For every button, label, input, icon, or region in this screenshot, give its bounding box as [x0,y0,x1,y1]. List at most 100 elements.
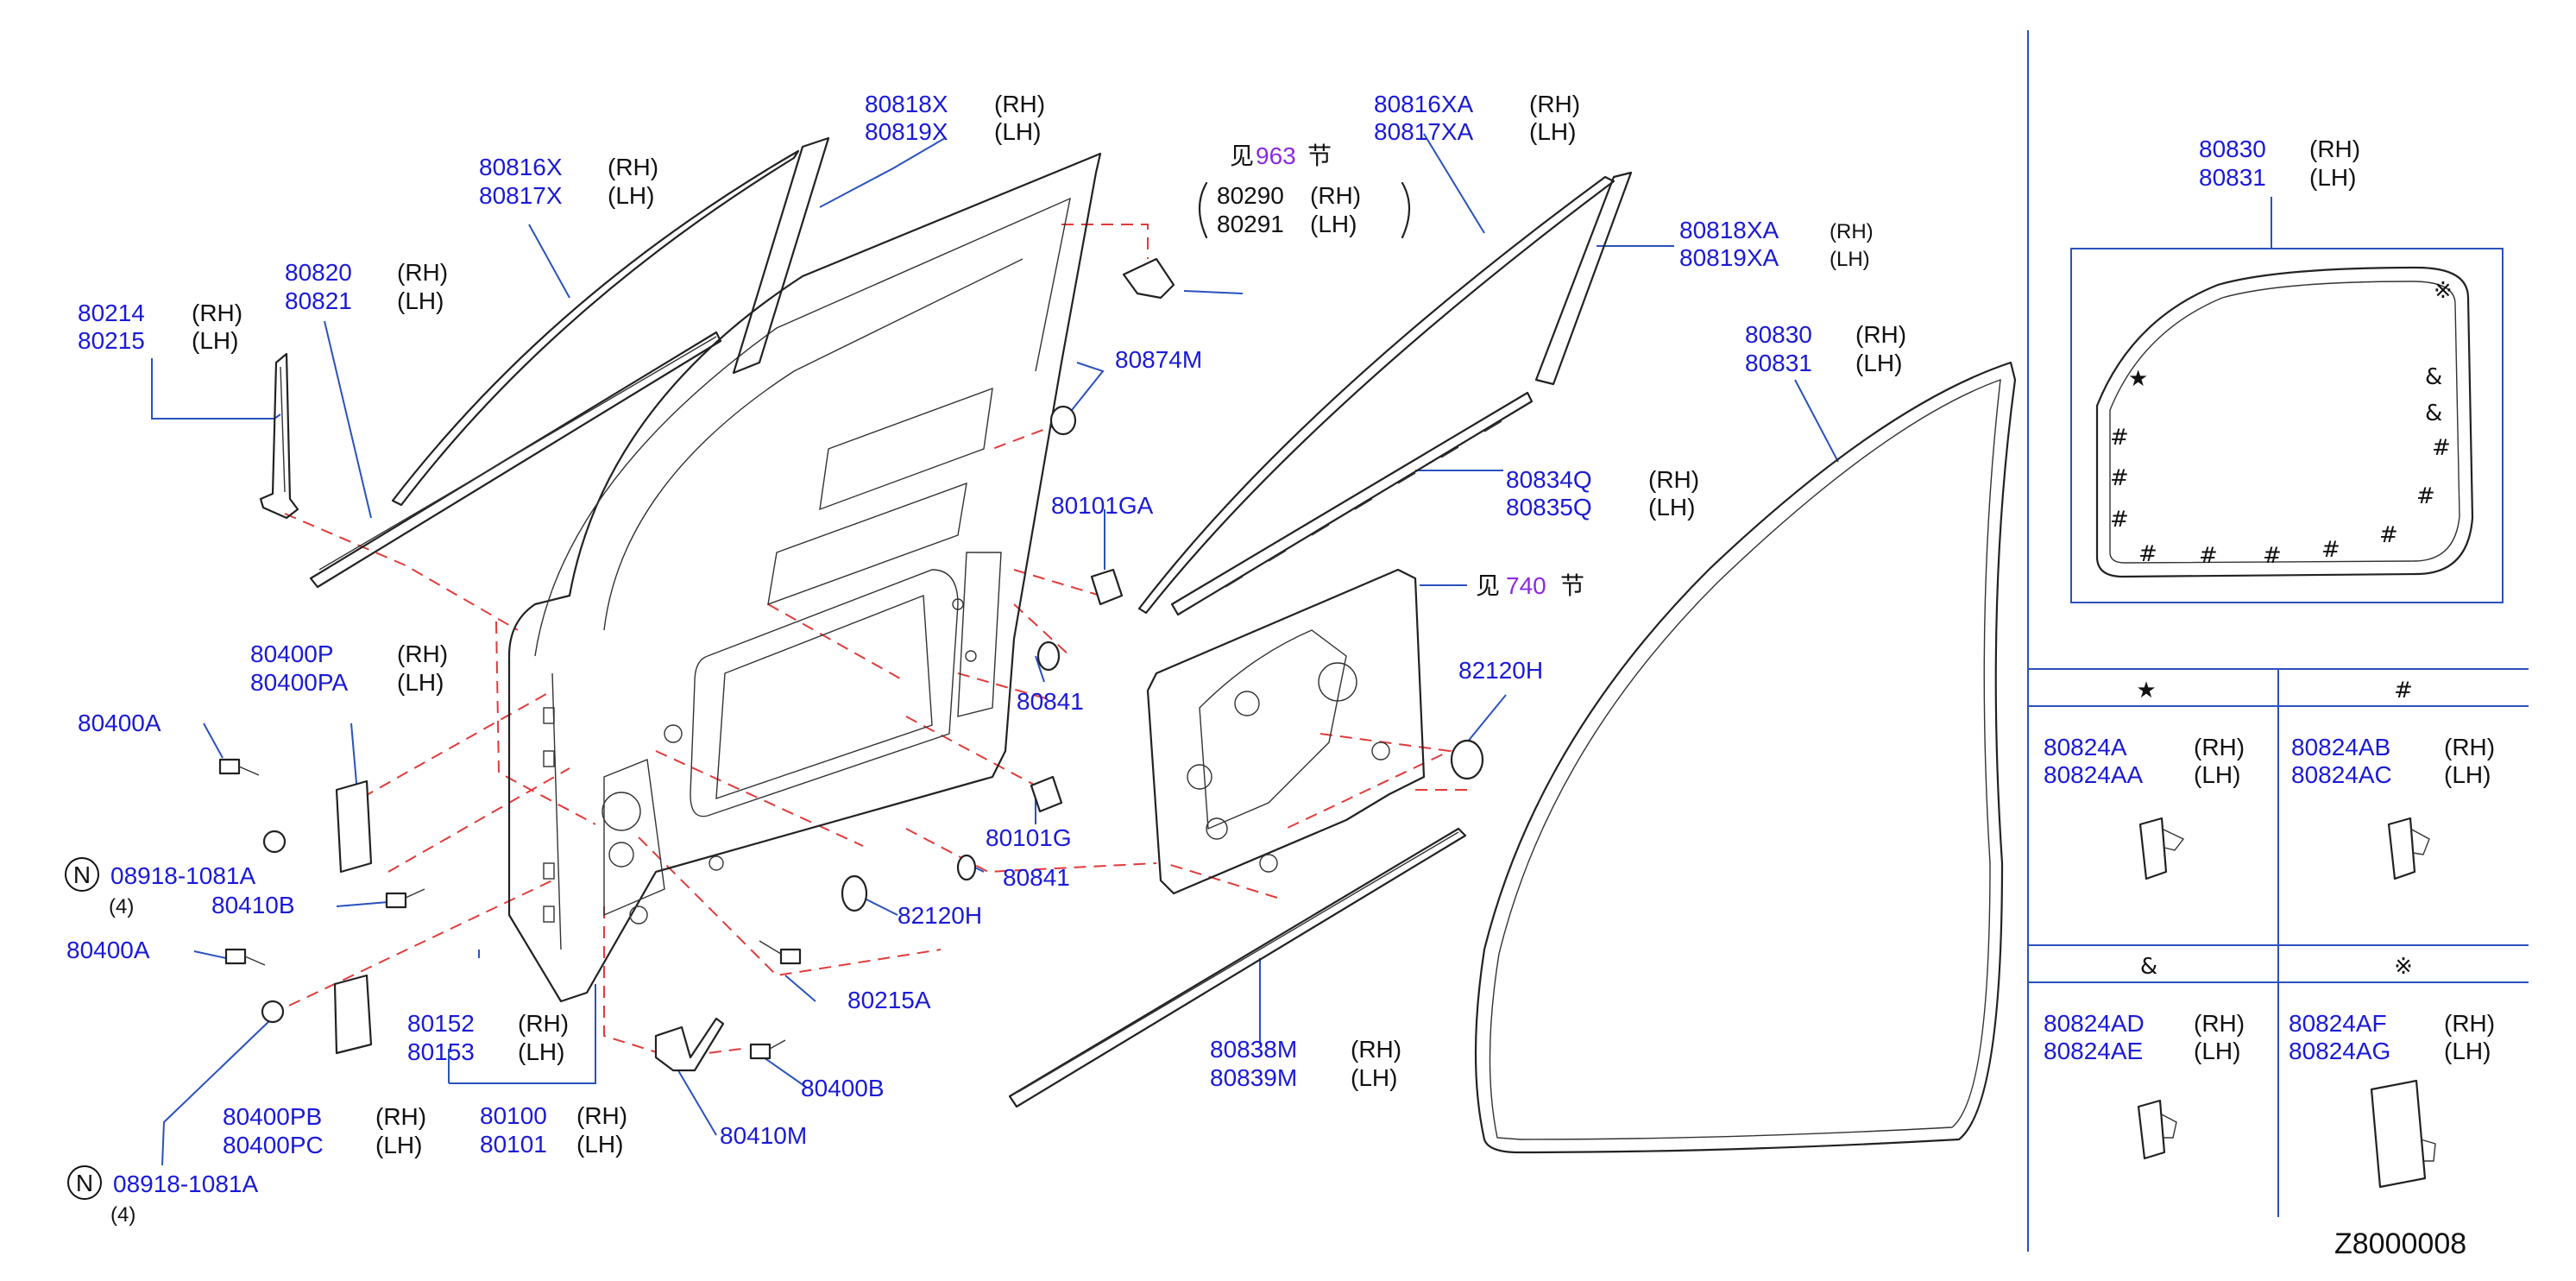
clip-80824AB [2387,817,2416,880]
part-80400B: 80400B [801,1075,885,1101]
section-number: 740 [1506,572,1546,599]
hash-mark-icon: # [2110,425,2129,451]
door-check-80410M [654,1017,725,1072]
leader-lines [151,133,2272,1166]
star-mark-icon: ★ [2128,366,2148,392]
clip-80290 [1122,257,1175,300]
part-80410M: 80410M [720,1122,807,1149]
hash-mark-icon: # [2110,465,2129,491]
part-number: 80400PA [250,669,348,696]
pillar-cover-80818XA [1534,171,1633,386]
part-82120H-left: 82120H [898,902,982,929]
side-label: (RH) [994,91,1045,117]
quantity: (4) [109,895,134,918]
side-label: (RH) [2194,1010,2245,1037]
amp-mark-icon: & [2425,401,2442,426]
hinge-80400PB [333,974,373,1055]
part-number: 80818X [865,91,948,117]
part-number: 80819X [865,118,948,145]
side-label: (LH) [1648,494,1695,521]
side-label: (RH) [1830,220,1874,243]
part-number: 80824AE [2044,1038,2143,1064]
side-label: (RH) [576,1102,627,1129]
bolt-80400A-lower [224,948,266,966]
side-label: (LH) [2444,1038,2491,1064]
part-number: 80816X [479,154,563,180]
callout-80830-main: 80830 80831 (RH) (LH) [1745,321,1906,376]
callout-80830-inset: 80830 80831 (RH) (LH) [2199,136,2360,191]
hash-mark-icon: # [2321,537,2340,563]
seal-inset-outline [2095,266,2474,578]
door-seal-80830 [1474,361,2017,1154]
bolt-80215A [759,940,802,965]
legend-panel: 80830 80831 (RH) (LH) ★ ※ & & # # # # # … [2027,30,2529,1260]
section-suffix: 节 [1307,142,1332,169]
n-circle-icon [67,1165,102,1200]
part-number: 80400PC [223,1132,324,1158]
section-number: 963 [1256,142,1296,169]
part-number: 80831 [2199,164,2266,191]
pillar-cover-80818X [732,136,830,375]
legend-cell-star: ★ 80824A 80824AA (RH) (LH) [2044,678,2245,880]
bolt-80400B [749,1039,786,1060]
side-label: (LH) [1351,1064,1397,1091]
part-number: 80831 [1745,350,1812,376]
clip-80824AD [2137,1099,2166,1160]
side-label: (RH) [1855,321,1906,348]
part-80101GA: 80101GA [1051,492,1154,519]
part-80215A: 80215A [847,987,931,1013]
side-label: (LH) [375,1132,422,1158]
quantity: (4) [110,1203,135,1227]
part-number: 80824AG [2289,1038,2390,1064]
lower-moulding-80838M [1008,827,1467,1108]
clip-80824AF [2370,1079,2427,1189]
side-label: (RH) [1648,466,1699,493]
side-label: (RH) [397,259,448,286]
callout-80838M: 80838M 80839M (RH) (LH) [1210,1036,1401,1091]
see-prefix: 见 [1476,572,1500,599]
part-number: 80819XA [1679,244,1779,271]
part-number: 80153 [407,1038,475,1065]
side-label: (RH) [375,1103,426,1130]
part-number: 80817XA [1374,118,1474,145]
nut-symbol: N [73,861,91,888]
part-number: 80215 [78,327,145,354]
part-number: 80820 [285,259,352,286]
part-number: 80824AB [2291,734,2390,760]
callout-80818XA: 80818XA 80819XA (RH) (LH) [1679,217,1874,271]
part-number: 80400PB [223,1103,322,1130]
part-number: 80830 [2199,136,2266,162]
side-label: (LH) [2444,761,2491,788]
part-number: 80214 [78,300,145,326]
assembly-dashed-lines [284,224,1467,1059]
callout-80834Q: 80834Q 80835Q (RH) (LH) [1506,466,1699,521]
part-number: 80816XA [1374,91,1474,117]
plug-82120H-left [841,874,868,912]
amp-icon: & [2140,954,2157,980]
side-label: (LH) [1529,118,1576,145]
plug-80841-lower [956,854,977,881]
side-label: (RH) [1310,182,1361,209]
hash-mark-icon: # [2138,541,2157,567]
side-label: (LH) [2194,761,2240,788]
side-label: (RH) [1529,91,1580,117]
part-82120H-right: 82120H [1458,657,1543,684]
part-number: 08918-1081A [113,1171,258,1197]
part-number: 80152 [407,1010,475,1037]
side-label: (LH) [2194,1038,2240,1064]
side-label: (LH) [1830,248,1870,271]
reference-mark-icon: ※ [2434,278,2453,304]
nut-callout-upper: N 08918-1081A (4) [65,857,255,918]
clip-80824A [2138,817,2168,880]
part-number: 80824AF [2289,1010,2387,1037]
star-icon: ★ [2136,678,2156,704]
hash-mark-icon: # [2199,543,2218,569]
side-label: (LH) [397,287,444,314]
nut-callout-lower: N 08918-1081A (4) [67,1165,258,1227]
nut-08918-upper [262,830,287,854]
nut-08918-lower [261,1000,285,1024]
moulding-80816X [391,149,800,507]
grommet-80874M [1049,405,1077,436]
callout-80400PB: 80400PB 80400PC (RH) (LH) [223,1103,426,1158]
side-label: (RH) [397,640,448,667]
